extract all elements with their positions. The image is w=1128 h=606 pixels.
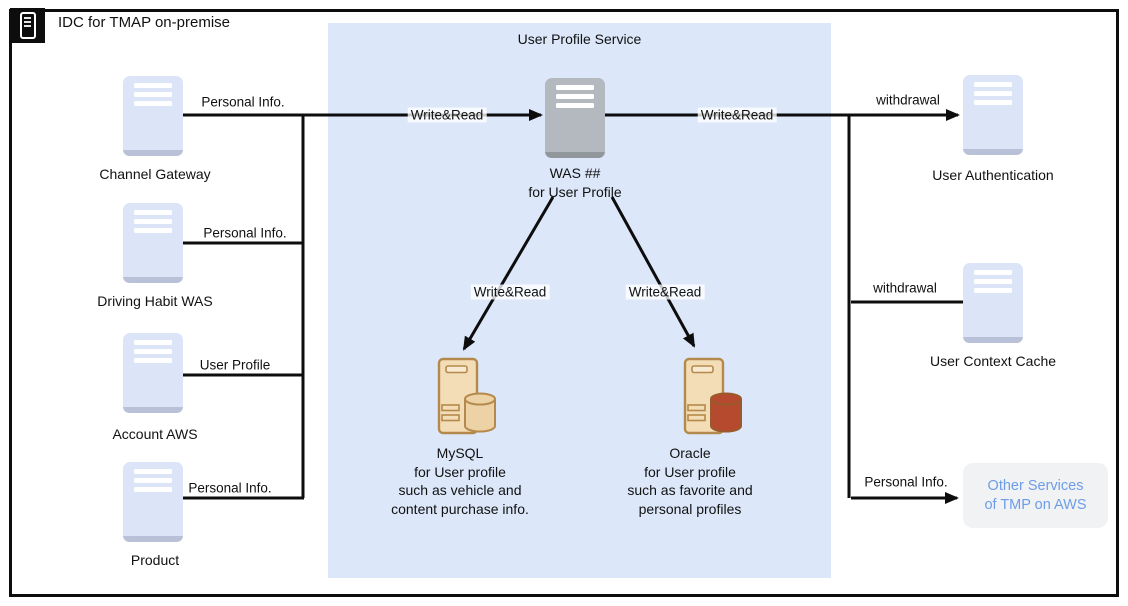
was-label-line2: for User Profile bbox=[528, 183, 622, 200]
user-context-cache-label: User Context Cache bbox=[929, 353, 1057, 369]
edge-label-write-read-in: Write&Read bbox=[407, 107, 487, 123]
server-rack-icon bbox=[10, 8, 45, 43]
channel-gateway-label: Channel Gateway bbox=[99, 166, 211, 182]
user-authentication-icon bbox=[963, 75, 1023, 155]
edge-label-personal-info-1: Personal Info. bbox=[198, 94, 288, 110]
user-context-cache-icon bbox=[963, 263, 1023, 343]
edge-label-write-read-mysql: Write&Read bbox=[470, 284, 550, 300]
driving-habit-was-label: Driving Habit WAS bbox=[97, 293, 213, 309]
oracle-db-icon bbox=[683, 357, 742, 435]
account-aws-label: Account AWS bbox=[112, 426, 198, 442]
product-icon bbox=[123, 462, 183, 542]
product-label: Product bbox=[130, 552, 180, 568]
channel-gateway-icon bbox=[123, 76, 183, 156]
mysql-label-line1: MySQL bbox=[436, 445, 484, 461]
other-services-line2: of TMP on AWS bbox=[984, 496, 1087, 513]
edge-label-write-read-out: Write&Read bbox=[697, 107, 777, 123]
edge-label-withdrawal-2: withdrawal bbox=[873, 280, 937, 296]
server-rack-glyph bbox=[20, 12, 36, 39]
other-services-node: Other Services of TMP on AWS bbox=[963, 463, 1108, 528]
oracle-label-line2: for User profile bbox=[644, 463, 736, 480]
driving-habit-was-icon bbox=[123, 203, 183, 283]
other-services-line1: Other Services bbox=[987, 477, 1084, 494]
was-icon bbox=[545, 78, 605, 158]
mysql-label-line4: content purchase info. bbox=[391, 500, 529, 517]
was-label-line1: WAS ## bbox=[549, 165, 601, 181]
mysql-db-icon bbox=[437, 357, 496, 435]
was-label: WAS ## for User Profile bbox=[475, 164, 675, 201]
oracle-label-line1: Oracle bbox=[669, 445, 711, 461]
mysql-label-line3: such as vehicle and bbox=[398, 482, 522, 498]
edge-label-write-read-oracle: Write&Read bbox=[625, 284, 705, 300]
edge-label-personal-info-3: Personal Info. bbox=[185, 480, 275, 496]
account-aws-icon bbox=[123, 333, 183, 413]
group-title: User Profile Service bbox=[517, 31, 642, 47]
user-authentication-label: User Authentication bbox=[932, 167, 1054, 183]
edge-label-user-profile: User Profile bbox=[196, 357, 274, 373]
edge-label-personal-info-2: Personal Info. bbox=[200, 225, 290, 241]
mysql-label: MySQL for User profile such as vehicle a… bbox=[330, 444, 590, 518]
oracle-label: Oracle for User profile such as favorite… bbox=[560, 444, 820, 518]
diagram-title: IDC for TMAP on-premise bbox=[58, 14, 230, 31]
edge-label-personal-info-4: Personal Info. bbox=[864, 474, 948, 490]
edge-label-withdrawal-1: withdrawal bbox=[876, 92, 940, 108]
oracle-label-line3: such as favorite and bbox=[627, 482, 753, 498]
oracle-label-line4: personal profiles bbox=[638, 500, 742, 517]
mysql-label-line2: for User profile bbox=[414, 463, 506, 480]
